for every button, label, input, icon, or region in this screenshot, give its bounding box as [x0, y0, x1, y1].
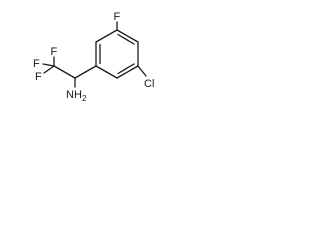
bond-alpha-carbon-to-cf3: [53, 65, 76, 79]
amine-subscript: 2: [82, 94, 87, 103]
benzene-ring: [95, 29, 139, 79]
ring-double-bond-c3-c4: [117, 33, 135, 45]
bond-cf3-to-fluorine-upper: [42, 63, 55, 67]
ring-double-bond-c5-c6: [117, 63, 135, 75]
ring-bond-c2-c3: [95, 29, 118, 43]
bond-ring-to-alpha-carbon: [74, 65, 97, 79]
ring-bond-c5-c6: [116, 65, 139, 79]
ring-bond-c3-c4: [116, 29, 139, 43]
fluorine-label-cf3-top: F: [51, 46, 58, 58]
fluorine-label-cf3-bottom: F: [35, 71, 42, 83]
chlorine-label: Cl: [144, 78, 154, 90]
fluorine-label-cf3-left: F: [33, 58, 40, 70]
fluorine-label-top: F: [114, 11, 121, 23]
ring-bond-c6-c1: [95, 65, 118, 79]
bond-ring-to-chlorine: [137, 65, 147, 77]
bond-cf3-to-fluorine-lower: [43, 65, 55, 74]
chemical-structure: F F F F Cl NH 2: [33, 11, 154, 103]
amine-label: NH: [66, 89, 82, 101]
